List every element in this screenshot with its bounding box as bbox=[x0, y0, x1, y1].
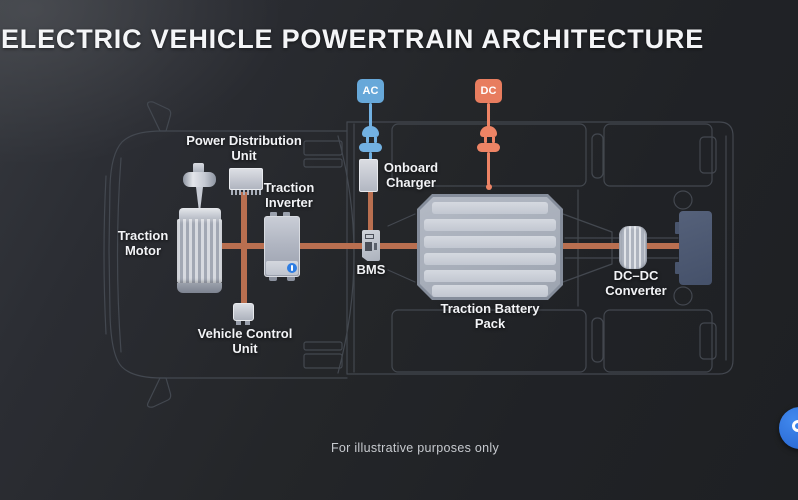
cab-bumper-line bbox=[103, 175, 107, 335]
cargo-section-3 bbox=[391, 309, 587, 373]
help-icon bbox=[792, 420, 798, 432]
battery-module-3 bbox=[424, 236, 556, 248]
junction-box-tab-2 bbox=[675, 262, 680, 274]
info-icon bbox=[287, 263, 297, 273]
inverter-tab-1 bbox=[270, 212, 277, 217]
dc-stem-line bbox=[487, 103, 490, 127]
onboard-charger-box bbox=[359, 159, 378, 192]
mirror-left bbox=[146, 101, 172, 132]
motor-shaft-end bbox=[193, 163, 204, 173]
ac-charge-port-icon bbox=[359, 143, 382, 152]
bms-circuit-detail-1 bbox=[365, 234, 374, 239]
bms-circuit-detail-3 bbox=[374, 243, 377, 250]
disclaimer-text: For illustrative purposes only bbox=[330, 441, 500, 455]
junction-box-tab-1 bbox=[675, 222, 680, 234]
battery-module-2 bbox=[424, 219, 556, 231]
label-vehicle-control-unit: Vehicle Control Unit bbox=[197, 326, 293, 356]
help-button[interactable] bbox=[779, 407, 798, 449]
dash-detail-4 bbox=[303, 353, 343, 369]
chassis-outline bbox=[346, 121, 734, 375]
wire-pdu-vcu bbox=[241, 192, 247, 305]
traction-motor-body bbox=[177, 219, 222, 283]
dc-badge: DC bbox=[475, 79, 502, 103]
windshield-curve bbox=[337, 135, 355, 374]
ac-plug-prong-1 bbox=[366, 137, 369, 143]
motor-base bbox=[177, 283, 222, 293]
vcu-foot-1 bbox=[236, 321, 241, 325]
cargo-section-4 bbox=[603, 309, 713, 373]
power-distribution-unit-box bbox=[229, 168, 263, 190]
cab-front-inner-line bbox=[116, 157, 122, 353]
dash-detail-3 bbox=[303, 341, 343, 351]
wire-charger-bms bbox=[368, 191, 373, 245]
bms-circuit-detail-2 bbox=[365, 242, 372, 251]
dc-dc-converter-body bbox=[619, 226, 647, 269]
leaf-spring-1 bbox=[591, 133, 604, 179]
battery-pack-body bbox=[420, 197, 560, 297]
dash-detail-2 bbox=[303, 158, 343, 168]
dc-plug-prong-1 bbox=[484, 137, 487, 143]
dash-detail-1 bbox=[303, 140, 343, 156]
label-bms: BMS bbox=[356, 262, 386, 277]
dc-plug-icon bbox=[480, 126, 497, 137]
cab-outline bbox=[108, 130, 348, 379]
frame-circle-1 bbox=[673, 190, 693, 210]
leaf-spring-4 bbox=[699, 322, 717, 360]
leaf-spring-3 bbox=[699, 136, 717, 174]
mirror-right bbox=[146, 377, 172, 408]
inverter-foot-1 bbox=[269, 277, 277, 281]
leaf-spring-2 bbox=[591, 317, 604, 363]
inverter-foot-2 bbox=[287, 277, 295, 281]
ac-plug-icon bbox=[362, 126, 379, 137]
dc-charge-port-icon bbox=[477, 143, 500, 152]
frame-taper-left bbox=[387, 213, 416, 283]
battery-module-6 bbox=[432, 285, 548, 297]
page-title: ELECTRIC VEHICLE POWERTRAIN ARCHITECTURE bbox=[1, 24, 705, 54]
label-traction-motor: Traction Motor bbox=[117, 228, 169, 258]
ac-port-link bbox=[369, 152, 372, 160]
vcu-foot-2 bbox=[245, 321, 250, 325]
motor-shaft bbox=[196, 187, 203, 209]
rear-junction-box bbox=[679, 211, 712, 285]
frame-circle-2 bbox=[673, 286, 693, 306]
label-traction-inverter: Traction Inverter bbox=[263, 180, 315, 210]
dc-plug-prong-2 bbox=[492, 137, 495, 143]
vehicle-control-unit-box bbox=[233, 303, 254, 321]
battery-module-1 bbox=[432, 202, 548, 214]
battery-module-5 bbox=[424, 270, 556, 282]
motor-pulley bbox=[183, 172, 216, 187]
label-traction-battery-pack: Traction Battery Pack bbox=[440, 301, 540, 331]
label-dc-dc-converter: DC–DC Converter bbox=[605, 268, 667, 298]
cargo-section-2 bbox=[603, 123, 713, 187]
ac-stem-line bbox=[369, 103, 372, 127]
battery-module-4 bbox=[424, 253, 556, 265]
label-onboard-charger: Onboard Charger bbox=[383, 160, 439, 190]
inverter-tab-2 bbox=[283, 212, 290, 217]
dc-feed-endpoint bbox=[486, 184, 492, 190]
ac-plug-prong-2 bbox=[374, 137, 377, 143]
label-power-distribution-unit: Power Distribution Unit bbox=[186, 133, 302, 163]
ac-badge: AC bbox=[357, 79, 384, 103]
motor-top-cap bbox=[179, 208, 221, 220]
dc-feed-line bbox=[487, 152, 490, 185]
pdu-connector-pins bbox=[231, 190, 261, 195]
